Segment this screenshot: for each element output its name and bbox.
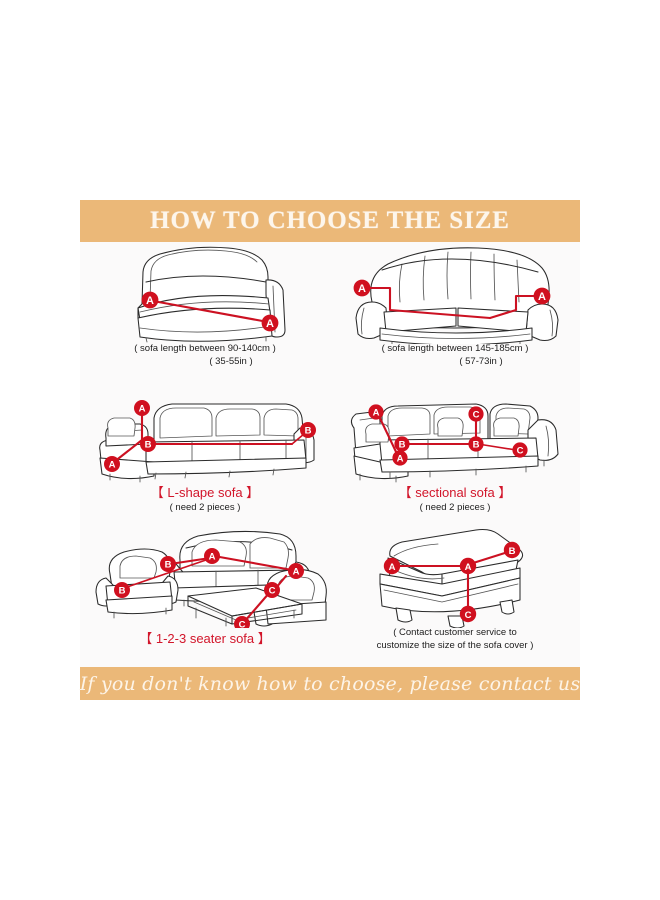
single-seat-sofa-illustration: A A	[80, 242, 330, 344]
svg-text:B: B	[305, 426, 312, 437]
marker-c-bottom	[512, 442, 528, 458]
single-seat-sofa-caption: ( sofa length between 90-140cm ) ( 35-55…	[80, 342, 330, 368]
svg-text:A: A	[373, 407, 380, 418]
l-shape-sofa-caption: 【 L-shape sofa 】 ( need 2 pieces )	[80, 484, 330, 514]
marker-a-bottom	[104, 456, 120, 472]
marker-b-right	[300, 422, 316, 438]
svg-text:B: B	[509, 546, 516, 557]
cell-sectional-sofa: A A B B C C 【 sectional sofa 】	[330, 384, 580, 526]
marker-b-left	[140, 436, 156, 452]
l-shape-sofa-label: 【 L-shape sofa 】	[150, 485, 260, 500]
svg-text:C: C	[465, 610, 472, 621]
marker-a-top	[134, 400, 150, 416]
l-shape-sofa-illustration: A A B B	[80, 384, 330, 486]
marker-a-left	[383, 557, 401, 575]
svg-text:A: A	[389, 562, 396, 573]
svg-text:A: A	[358, 283, 366, 295]
marker-b-right	[468, 436, 484, 452]
cell-l-shape-sofa: A A B B 【 L-shape sofa 】 ( need 2 pieces…	[80, 384, 330, 526]
svg-text:A: A	[146, 295, 154, 307]
cell-ottoman: A A B C ( Contact customer service to cu…	[330, 526, 580, 668]
svg-text:C: C	[473, 409, 480, 420]
footer-message: If you don't know how to choose, please …	[79, 672, 581, 695]
cell-two-seat-sofa: A A ( sofa length between 145-185cm ) ( …	[330, 242, 580, 384]
marker-a-left	[353, 279, 371, 297]
marker-b-top	[160, 556, 176, 572]
two-seat-sofa-caption: ( sofa length between 145-185cm ) ( 57-7…	[330, 342, 580, 368]
marker-c-top	[264, 582, 280, 598]
cell-123-seater-sofa: A A B B C C 【 1-2-3 seater sofa 】	[80, 526, 330, 668]
sofa-type-grid: A A ( sofa length between 90-140cm ) ( 3…	[80, 242, 580, 667]
123-seater-sofa-illustration: A A B B C C	[80, 526, 330, 628]
l-shape-sofa-note: ( need 2 pieces )	[169, 502, 241, 513]
marker-a-center	[459, 557, 477, 575]
footer-banner: If you don't know how to choose, please …	[80, 667, 580, 700]
svg-text:C: C	[517, 445, 524, 456]
caption-line-2: ( 35-55in )	[209, 356, 253, 367]
svg-text:A: A	[139, 404, 146, 415]
cell-single-seat-sofa: A A ( sofa length between 90-140cm ) ( 3…	[80, 242, 330, 384]
svg-text:A: A	[465, 562, 472, 573]
svg-text:B: B	[165, 560, 172, 571]
marker-c-top	[468, 406, 484, 422]
sectional-sofa-note: ( need 2 pieces )	[419, 502, 491, 513]
svg-text:A: A	[109, 460, 116, 471]
svg-text:A: A	[209, 552, 216, 563]
marker-b-right	[503, 541, 521, 559]
two-seat-sofa-illustration: A A	[330, 242, 580, 344]
ottoman-caption: ( Contact customer service to customize …	[330, 626, 580, 652]
marker-a-right	[261, 314, 279, 332]
svg-text:B: B	[119, 586, 126, 597]
svg-text:A: A	[293, 567, 300, 578]
header-banner: HOW TO CHOOSE THE SIZE	[80, 200, 580, 242]
svg-text:B: B	[399, 439, 406, 450]
123-seater-sofa-label: 【 1-2-3 seater sofa 】	[139, 631, 271, 646]
svg-text:A: A	[538, 291, 546, 303]
caption-line-1: ( Contact customer service to	[393, 627, 517, 638]
sectional-sofa-label: 【 sectional sofa 】	[398, 485, 512, 500]
sectional-sofa-illustration: A A B B C C	[330, 384, 580, 486]
marker-c-bottom	[234, 616, 250, 628]
svg-text:C: C	[269, 586, 276, 597]
svg-text:B: B	[145, 440, 152, 451]
svg-text:A: A	[397, 453, 404, 464]
caption-line-1: ( sofa length between 145-185cm )	[381, 343, 529, 354]
marker-b-left	[394, 436, 410, 452]
caption-line-2: ( 57-73in )	[459, 356, 503, 367]
ottoman-illustration: A A B C	[330, 526, 580, 628]
marker-a-right	[533, 287, 551, 305]
marker-c-bottom	[459, 605, 477, 623]
caption-line-2: customize the size of the sofa cover )	[376, 640, 534, 651]
marker-a-top	[204, 548, 220, 564]
svg-text:B: B	[473, 439, 480, 450]
svg-text:A: A	[266, 318, 274, 330]
content-panel: HOW TO CHOOSE THE SIZE	[80, 200, 580, 700]
123-seater-sofa-caption: 【 1-2-3 seater sofa 】	[80, 630, 330, 647]
caption-line-1: ( sofa length between 90-140cm )	[134, 343, 276, 354]
marker-a-left	[141, 291, 159, 309]
marker-a-right	[288, 563, 304, 579]
marker-b-left	[114, 582, 130, 598]
marker-a-bottom	[392, 450, 408, 466]
sectional-sofa-caption: 【 sectional sofa 】 ( need 2 pieces )	[330, 484, 580, 514]
svg-text:C: C	[239, 620, 246, 628]
marker-a-top	[368, 404, 384, 420]
page-title: HOW TO CHOOSE THE SIZE	[150, 207, 510, 234]
